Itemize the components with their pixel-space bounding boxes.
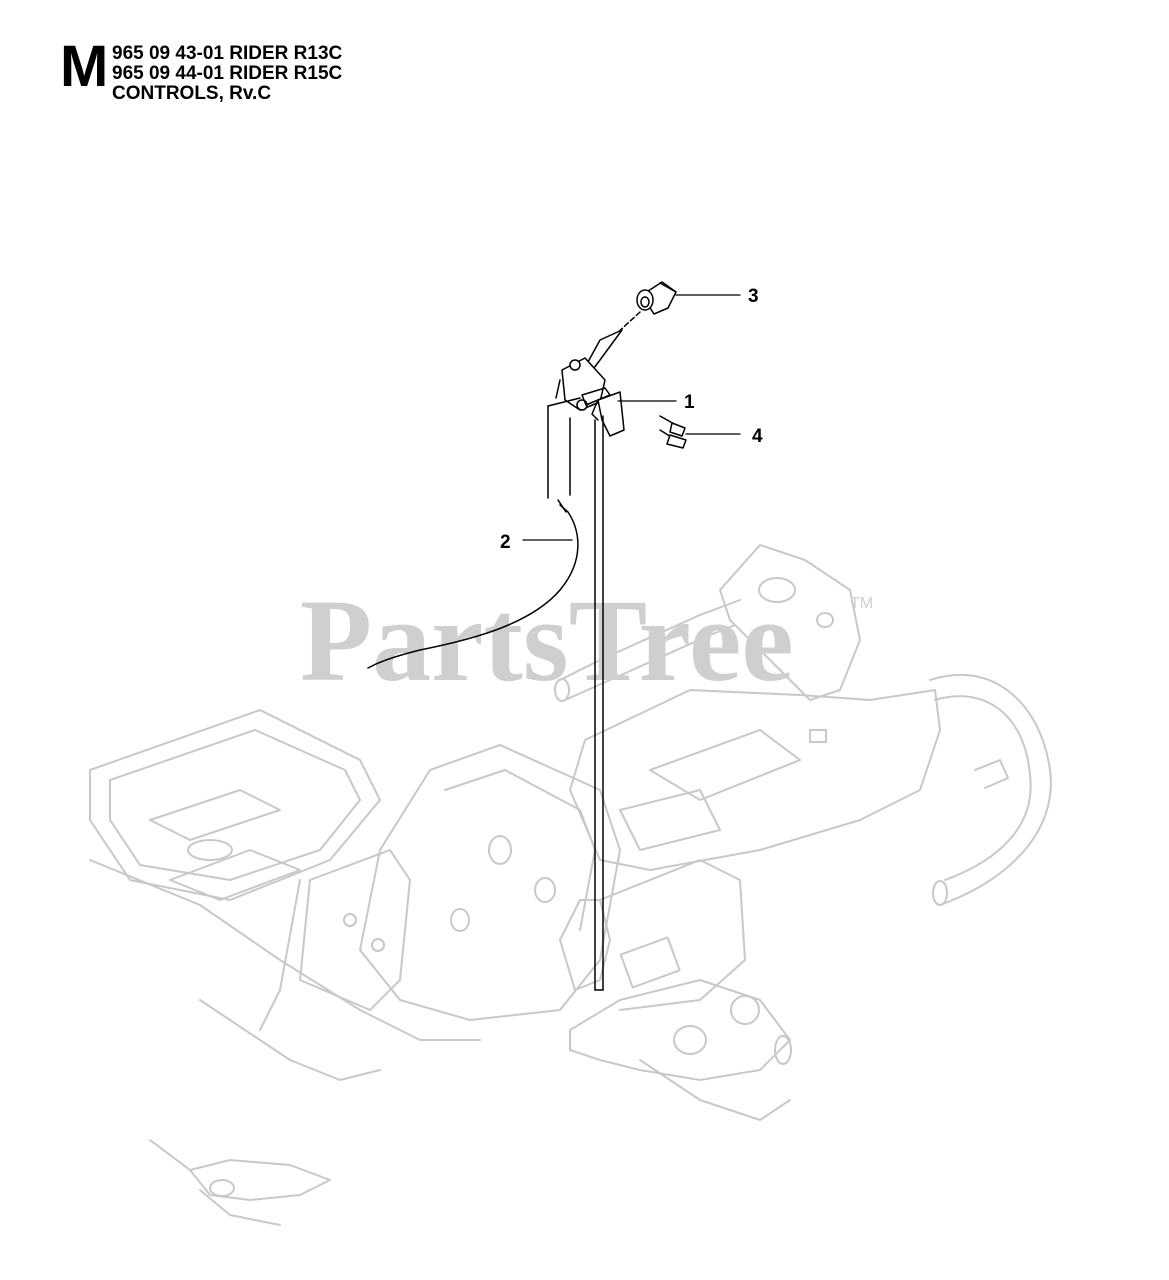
watermark-text: PartsTree [300, 575, 794, 706]
callout-4: 4 [752, 426, 763, 447]
diagram-title: CONTROLS, Rv.C [112, 83, 272, 104]
callout-1: 1 [684, 392, 695, 413]
model-line-r15c: 965 09 44-01 RIDER R15C [112, 63, 343, 84]
mower-frame-ghost [89, 544, 1052, 1226]
callout-leaders [522, 294, 741, 541]
callout-3: 3 [748, 286, 759, 307]
diagram-header: 965 09 43-01 RIDER R13C 965 09 44-01 RID… [112, 44, 342, 104]
screw-part-4 [659, 415, 687, 449]
section-letter: M [60, 34, 109, 99]
throttle-knob-part-3 [636, 281, 677, 315]
throttle-lever-part-1 [547, 329, 625, 991]
callout-2: 2 [500, 532, 511, 553]
control-parts [367, 281, 741, 991]
throttle-cable-part-2 [367, 499, 579, 669]
parts-tree-watermark: PartsTree TM [300, 575, 873, 706]
watermark-trademark: TM [850, 595, 873, 612]
model-line-r13c: 965 09 43-01 RIDER R13C [112, 43, 343, 64]
callout-labels: 3 1 4 2 [500, 286, 763, 553]
